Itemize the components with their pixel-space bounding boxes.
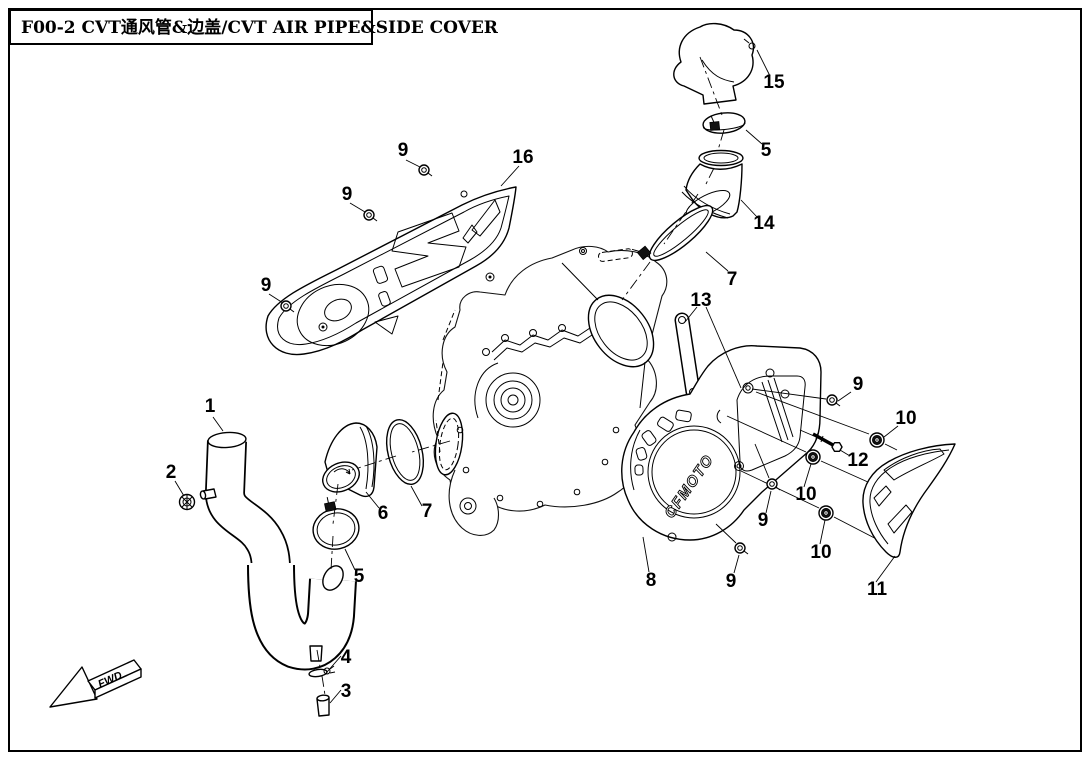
cvt-outer-cover-8: CFMOTO — [621, 345, 822, 542]
callout-6[interactable]: 6 — [378, 503, 389, 524]
callouts: 1 2 3 4 5 6 7 5 7 8 9 9 9 9 9 9 10 10 10… — [166, 72, 917, 702]
callout-10c[interactable]: 10 — [810, 542, 831, 563]
cvt-inner-cover — [265, 186, 517, 356]
assembly-axis-top — [621, 56, 725, 301]
callout-5b[interactable]: 5 — [761, 140, 772, 161]
callout-14[interactable]: 14 — [753, 213, 775, 234]
callout-13[interactable]: 13 — [690, 290, 711, 311]
callout-9a[interactable]: 9 — [398, 140, 409, 161]
rubber-elbow-6 — [322, 422, 378, 498]
callout-10a[interactable]: 10 — [895, 408, 916, 429]
callout-15[interactable]: 15 — [763, 72, 785, 93]
callout-9c[interactable]: 9 — [261, 275, 272, 296]
seal-ring-7-bottom — [385, 419, 425, 485]
callout-7b[interactable]: 7 — [727, 269, 738, 290]
callout-16[interactable]: 16 — [512, 147, 533, 168]
bolt-9-group-right — [734, 394, 841, 555]
band-clamp-7-top — [631, 204, 714, 262]
grommet-10-group — [805, 432, 885, 521]
cvt-air-pipe-1 — [199, 431, 357, 671]
callout-11[interactable]: 11 — [867, 579, 888, 600]
page-border — [8, 8, 1082, 752]
page-title: F00-2 CVT通风管&边盖/CVT AIR PIPE&SIDE COVER — [21, 17, 499, 38]
fwd-direction-arrow: FWD — [49, 659, 142, 708]
title-block: F00-2 CVT通风管&边盖/CVT AIR PIPE&SIDE COVER — [9, 9, 499, 45]
callout-9b[interactable]: 9 — [342, 184, 353, 205]
callout-5a[interactable]: 5 — [354, 566, 365, 587]
callout-leaders — [174, 49, 899, 704]
callout-4[interactable]: 4 — [341, 647, 352, 668]
callout-8[interactable]: 8 — [646, 570, 657, 591]
hose-clamp-5-bottom — [312, 497, 360, 550]
callout-7a[interactable]: 7 — [422, 501, 433, 522]
callout-1[interactable]: 1 — [205, 396, 216, 417]
callout-2[interactable]: 2 — [166, 462, 177, 483]
callout-9e[interactable]: 9 — [758, 510, 769, 531]
screw-2 — [178, 493, 196, 511]
hose-clamp-5-top — [702, 112, 746, 134]
callout-12[interactable]: 12 — [847, 450, 868, 471]
bolt-12 — [812, 432, 843, 452]
rubber-elbow-14 — [681, 149, 744, 219]
callout-3[interactable]: 3 — [341, 681, 352, 702]
side-vent-cover-11 — [862, 443, 956, 558]
clip-4 — [308, 665, 336, 678]
drain-tube-3 — [316, 694, 330, 717]
bracket-13 — [674, 312, 701, 400]
bolt-9-group-left — [280, 164, 433, 313]
callout-10b[interactable]: 10 — [795, 484, 816, 505]
engine-case-ghost — [432, 245, 668, 536]
callout-9d[interactable]: 9 — [853, 374, 864, 395]
assembly-axis-bottom — [316, 440, 451, 696]
air-inlet-duct-15 — [673, 22, 756, 105]
callout-9f[interactable]: 9 — [726, 571, 737, 592]
